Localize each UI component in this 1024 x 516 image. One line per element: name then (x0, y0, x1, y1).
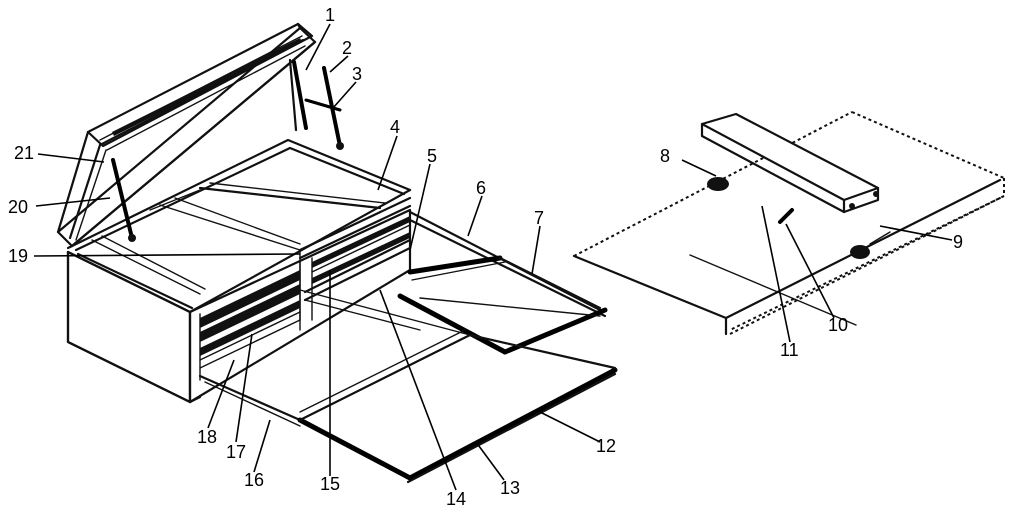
upper-slide-tray (397, 210, 608, 355)
mounting-hardware (707, 177, 891, 259)
callout-18: 18 (197, 427, 217, 447)
callout-6: 6 (476, 178, 486, 198)
callout-7: 7 (534, 208, 544, 228)
lid-stays (111, 60, 344, 242)
callout-20: 20 (8, 197, 28, 217)
callout-9: 9 (953, 232, 963, 252)
callout-10: 10 (828, 315, 848, 335)
callout-8: 8 (660, 146, 670, 166)
callout-14: 14 (446, 489, 466, 509)
top-rail (700, 112, 880, 214)
callout-numbers: 1 2 3 4 5 6 7 8 9 10 11 12 13 14 15 16 1… (8, 5, 963, 509)
callout-15: 15 (320, 474, 340, 494)
callout-2: 2 (342, 38, 352, 58)
callout-16: 16 (244, 470, 264, 490)
callout-13: 13 (500, 478, 520, 498)
callout-17: 17 (226, 442, 246, 462)
callout-21: 21 (14, 143, 34, 163)
callout-5: 5 (427, 146, 437, 166)
callout-11: 11 (780, 340, 799, 360)
callout-3: 3 (352, 64, 362, 84)
callout-1: 1 (325, 5, 335, 25)
callout-12: 12 (596, 436, 616, 456)
chest-lid (56, 22, 317, 248)
callout-19: 19 (8, 246, 28, 266)
callout-4: 4 (390, 117, 400, 137)
tool-chest (66, 138, 412, 404)
leader-lines (33, 23, 953, 491)
